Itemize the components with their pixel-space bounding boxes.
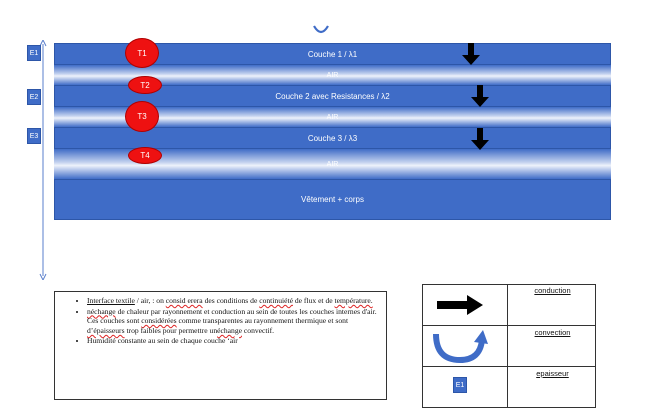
note-text: trop faibles pour permettre un [124,325,218,335]
temp-node-t4: T4 [128,147,162,164]
note-text: convectif. [242,325,275,335]
layer-air-2: AIR [54,107,611,127]
temp-node-t1: T1 [125,38,159,68]
note-text: néchange [87,306,116,316]
legend-label-convection: convection [534,328,571,337]
temp-node-t1-label: T1 [137,48,147,58]
temp-node-t2: T2 [128,76,162,94]
temp-node-t3: T3 [125,101,159,132]
note-text: des conditions de [202,296,260,305]
layer-air-1: AIR [54,65,611,85]
convection-curved-arrow-icon [433,330,488,364]
arrow-right-icon [437,295,483,315]
e3-label: E3 [27,128,41,144]
legend-label-epaisseur: epaisseur [536,369,569,378]
e2-label: E2 [27,89,41,105]
note-text: Humidité constante au sein de chaque cou… [87,336,238,346]
note-item: Humidité constante au sein de chaque cou… [87,336,380,346]
layer-couche-2-label: Couche 2 avec Resistances / λ2 [275,91,390,101]
layer-vetement-label: Vêtement + corps [301,195,364,204]
layer-air-2-label: AIR [326,113,339,121]
note-text: température. [334,296,373,305]
note-item: Interface textile / air, : on consid ere… [87,296,380,306]
layer-air-3-label: AIR [326,160,339,168]
note-text: / air, : on [134,296,166,305]
curved-arrow-icon [313,25,329,34]
legend-row-conduction [423,285,595,326]
note-text: Interface textile [87,296,135,305]
thickness-axis [39,40,47,280]
note-text: de chaleur par rayonnement et conduction… [87,306,377,326]
layer-couche-2: Couche 2 avec Resistances / λ2 [54,85,611,107]
arrow-down-icon [471,128,489,150]
temp-node-t4-label: T4 [140,151,150,160]
note-text: consid erera [165,296,203,305]
legend-e1-box: E1 [453,377,467,393]
temp-node-t2-label: T2 [140,80,150,90]
layer-couche-1-label: Couche 1 / λ1 [307,49,358,59]
notes-box: Interface textile / air, : on consid ere… [54,291,387,400]
note-text: continuiété [259,296,293,305]
legend-divider [507,285,508,407]
note-text: considérées [141,316,177,326]
temp-node-t3-label: T3 [137,112,147,121]
legend-table: conduction convection E1 epaisseur [422,284,596,408]
arrow-down-icon [471,85,489,107]
layer-air-1-label: AIR [326,71,339,79]
note-text: échange [217,325,242,335]
note-text: d’épaisseurs [87,325,125,335]
arrow-down-icon [462,43,480,65]
legend-label-conduction: conduction [534,286,571,295]
e1-label: E1 [27,45,41,61]
layer-couche-3: Couche 3 / λ3 [54,127,611,149]
note-text: de flux et de [292,296,335,305]
note-text: comme transparentes au rayonnement therm… [176,316,349,326]
layer-couche-3-label: Couche 3 / λ3 [307,133,358,143]
note-item: néchange de chaleur par rayonnement et c… [87,307,380,336]
layer-vetement-corps: Vêtement + corps [54,179,611,220]
legend-row-convection [423,326,595,367]
